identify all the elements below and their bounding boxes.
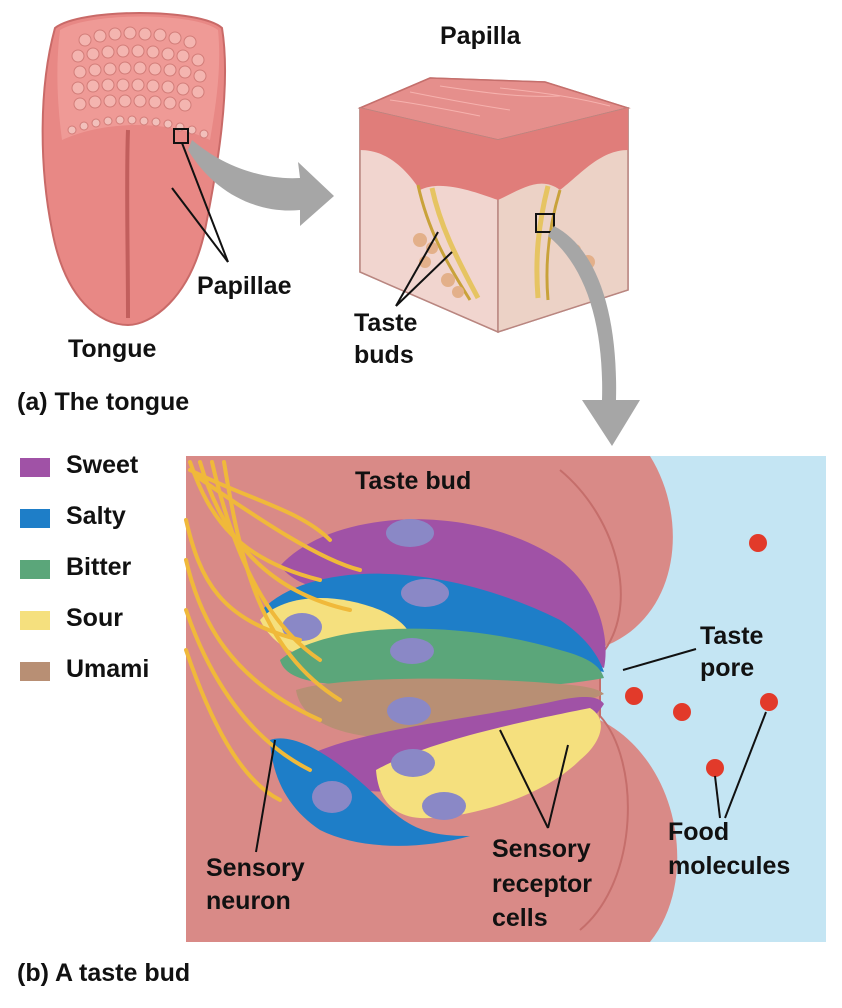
food-leader-line-2 (724, 711, 767, 819)
tongue-label: Tongue (68, 335, 157, 363)
papillae-label: Papillae (197, 272, 292, 300)
legend-label: Umami (66, 655, 150, 683)
papillae-leader-line-2 (171, 187, 229, 263)
sensory-neuron-label-line-2: neuron (206, 887, 291, 915)
legend-label: Bitter (66, 553, 132, 581)
taste-buds-leader-line-1 (395, 231, 439, 307)
food-molecule (673, 703, 691, 721)
papillae-leader-line-1 (181, 142, 229, 263)
taste-pore-label-line-2: pore (700, 654, 755, 682)
food-molecules-label-line-1: Food (668, 818, 730, 846)
food-molecule (749, 534, 767, 552)
receptor-cells-label-line-2: receptor (492, 870, 593, 898)
magnify-arrow-1 (188, 140, 334, 226)
legend-swatch (20, 509, 50, 528)
neuron-leader-line (255, 739, 276, 853)
legend-label: Sour (66, 604, 123, 632)
taste-pore-label-line-1: Taste (700, 622, 764, 650)
taste-bud-illustration (184, 456, 826, 942)
taste-pore-leader-line (622, 648, 697, 671)
receptor-leader-line-1 (499, 729, 549, 829)
legend-swatch (20, 611, 50, 630)
legend-swatch (20, 662, 50, 681)
receptor-leader-line-2 (547, 744, 569, 829)
food-molecules (625, 534, 778, 777)
food-molecule (760, 693, 778, 711)
food-molecule (625, 687, 643, 705)
panel-b-caption: (b) A taste bud (17, 959, 191, 987)
tongue-illustration (41, 12, 229, 327)
legend-label: Salty (66, 502, 126, 530)
taste-buds-label-line-1: Taste (354, 309, 418, 337)
receptor-cells-label-line-1: Sensory (492, 835, 591, 863)
food-molecules-label-line-2: molecules (668, 852, 791, 880)
legend-swatch (20, 458, 50, 477)
taste-buds-label-line-2: buds (354, 341, 414, 369)
magnify-arrow-2 (548, 226, 640, 446)
taste-buds-leader-line-2 (395, 251, 453, 307)
papilla-label: Papilla (440, 22, 521, 50)
taste-bud-label: Taste bud (355, 467, 472, 495)
receptor-cells-label-line-3: cells (492, 904, 548, 932)
food-leader-line-1 (714, 775, 721, 819)
sensory-neuron-label-line-1: Sensory (206, 854, 305, 882)
food-molecule (706, 759, 724, 777)
legend-label: Sweet (66, 451, 139, 479)
legend-swatch (20, 560, 50, 579)
panel-a-caption: (a) The tongue (17, 388, 190, 416)
